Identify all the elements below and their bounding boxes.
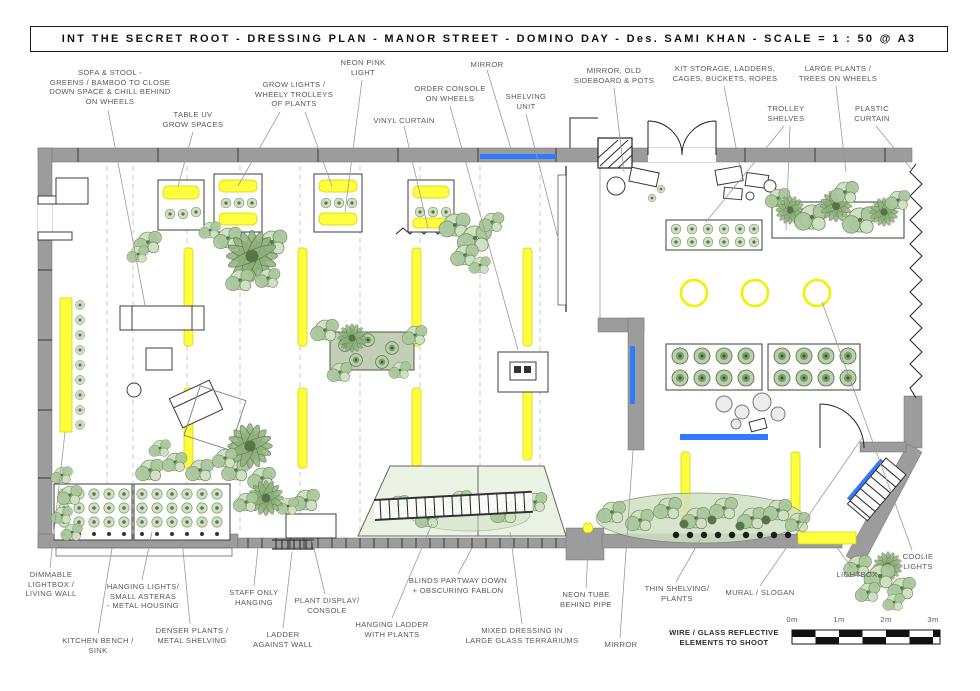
- bottom-lightbox: [797, 531, 857, 545]
- leader-line: [705, 125, 785, 223]
- trolley-shelf: [665, 219, 763, 251]
- leader-line: [619, 407, 637, 639]
- coolie-lights: [679, 278, 832, 308]
- drawing-title: INT THE SECRET ROOT - DRESSING PLAN - MA…: [61, 33, 917, 45]
- leader-line: [821, 301, 913, 551]
- plastic-curtain-line: [909, 163, 923, 399]
- plant-display-console: [276, 488, 337, 539]
- ladder-against-wall: [272, 539, 314, 550]
- leader-line: [403, 125, 429, 229]
- sofa-area: [55, 177, 247, 451]
- walls: [37, 147, 923, 567]
- entry-doors: [647, 120, 717, 156]
- leader-line: [457, 547, 473, 575]
- grow-tables: [157, 173, 455, 233]
- leader-line: [311, 539, 326, 595]
- leader-line: [391, 523, 433, 619]
- leader-line: [785, 125, 791, 231]
- scale-bar: [791, 629, 941, 645]
- neon-dot: [582, 522, 594, 534]
- mirrors: [480, 154, 768, 440]
- leader-line: [835, 545, 853, 569]
- leader-line: [49, 431, 66, 569]
- title-bar: INT THE SECRET ROOT - DRESSING PLAN - MA…: [30, 26, 948, 52]
- leader-line: [107, 109, 146, 306]
- leader-line: [875, 125, 913, 171]
- leader-line: [509, 531, 523, 625]
- living-wall-lightbox: [59, 297, 73, 433]
- leader-line: [613, 87, 625, 173]
- leader-line: [253, 547, 259, 587]
- kit-pile: [715, 392, 786, 433]
- leader-line: [835, 85, 847, 173]
- leader-line: [675, 539, 701, 583]
- kit-storage: [714, 165, 777, 201]
- grow-table: [313, 173, 363, 233]
- chimney-hatch: [569, 117, 633, 169]
- leader-line: [344, 79, 363, 213]
- trees-shelf: [764, 180, 911, 239]
- leader-line: [141, 531, 153, 581]
- hanging-ladder: [373, 490, 533, 521]
- leader-line: [177, 131, 194, 187]
- leader-line: [304, 111, 333, 187]
- leader-line: [181, 539, 191, 625]
- plant-shelves-right: [665, 343, 861, 391]
- leader-line: [585, 531, 590, 589]
- leader-line: [525, 113, 559, 239]
- sideboard-mirror: [606, 166, 666, 203]
- leader-line: [449, 105, 519, 351]
- leader-lines: [49, 69, 913, 639]
- leader-line: [486, 69, 513, 153]
- leader-line: [282, 551, 293, 629]
- grow-table: [213, 173, 263, 233]
- leader-line: [723, 85, 741, 169]
- order-console: [497, 351, 549, 393]
- leader-line: [759, 437, 863, 587]
- thin-shelving-plants: [595, 492, 811, 544]
- leader-line: [97, 547, 113, 635]
- shelving-unit: [557, 166, 567, 312]
- interior-door: [819, 403, 865, 449]
- stairs: [846, 457, 907, 522]
- leader-line: [237, 111, 281, 187]
- grow-table: [157, 179, 205, 231]
